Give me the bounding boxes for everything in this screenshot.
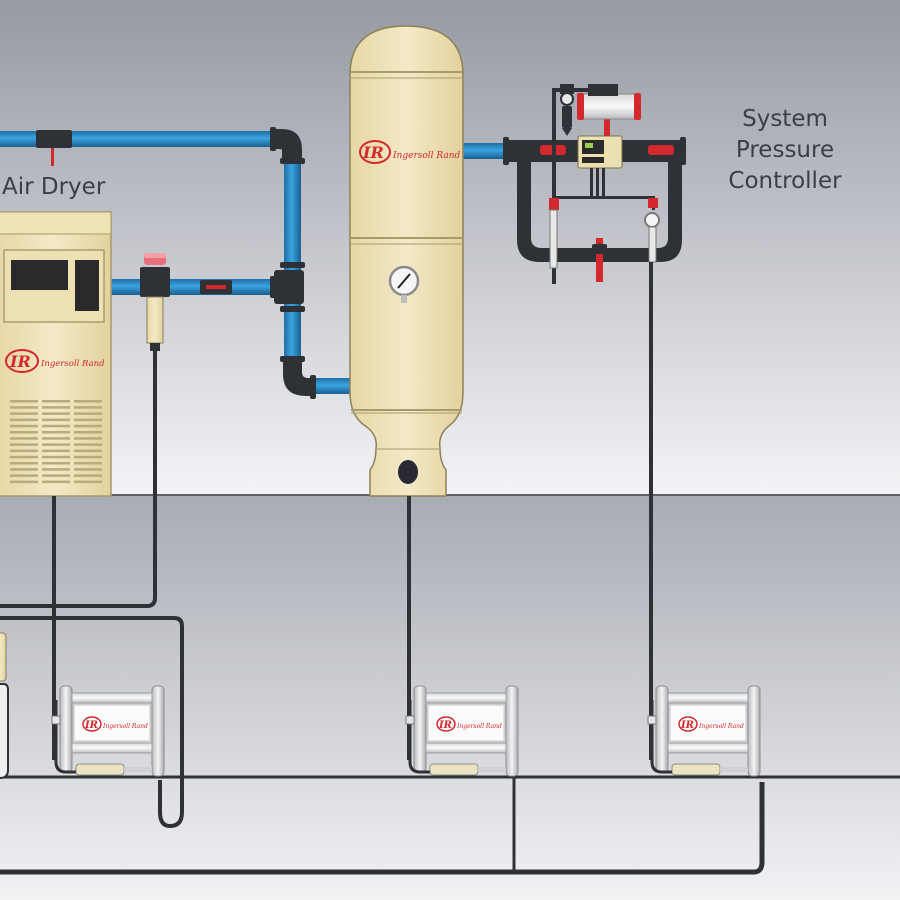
vent-slot (42, 431, 70, 434)
vent-slot (74, 437, 102, 440)
air-dryer-label: Air Dryer (2, 174, 106, 200)
bypass-valve-handle[interactable] (596, 238, 603, 282)
system-pressure-controller-label: System Pressure Controller (700, 104, 870, 197)
inline-valve (36, 130, 72, 148)
compressor-2[interactable]: IR Ingersoll Rand (405, 685, 519, 777)
dryer-display-side (75, 260, 99, 311)
vent-slot (10, 474, 38, 477)
compressor-3[interactable]: IR Ingersoll Rand (647, 685, 761, 777)
vent-slot (10, 480, 38, 484)
vent-slot (10, 400, 38, 403)
air-receiver-tank[interactable]: IR Ingersoll Rand (349, 25, 464, 497)
vent-slot (10, 468, 38, 471)
vent-slot (74, 406, 102, 409)
vent-slot (74, 400, 102, 403)
dryer-display (11, 260, 68, 290)
tank-pressure-gauge-icon[interactable] (388, 265, 420, 303)
vent-slot (42, 474, 70, 477)
vent-slot (42, 412, 70, 415)
vent-slot (42, 418, 70, 422)
svg-text:IR: IR (362, 143, 384, 162)
vent-slot (74, 462, 102, 465)
vent-slot (10, 431, 38, 434)
vent-slot (10, 455, 38, 459)
vent-slot (74, 480, 102, 484)
svg-text:Ingersoll Rand: Ingersoll Rand (392, 151, 461, 161)
tee-fitting (274, 270, 304, 304)
vent-slot (42, 406, 70, 409)
vent-slot (74, 418, 102, 422)
vent-slot (42, 455, 70, 459)
svg-text:IR: IR (9, 352, 31, 371)
vent-slot (74, 424, 102, 428)
compressor-partial-left (0, 632, 9, 779)
valve-handle-red (51, 148, 54, 166)
vent-slot (74, 412, 102, 415)
air-dryer[interactable]: IR Ingersoll Rand (0, 211, 112, 497)
dryer-vent-grille (10, 400, 102, 484)
vent-slot (42, 449, 70, 453)
vent-slot (42, 480, 70, 484)
vent-slot (10, 406, 38, 409)
vent-slot (10, 412, 38, 415)
vent-slot (74, 455, 102, 459)
elbow-fitting (272, 129, 302, 162)
svg-text:Ingersoll Rand: Ingersoll Rand (40, 359, 105, 369)
pipe-fittings (36, 127, 316, 399)
svg-text:Ingersoll Rand: Ingersoll Rand (102, 723, 148, 730)
vent-slot (10, 449, 38, 453)
compressor-brand-logo: IR Ingersoll Rand (82, 716, 148, 732)
actuator (579, 93, 639, 120)
system-pressure-controller[interactable] (503, 84, 686, 284)
compressor-1[interactable]: IR Ingersoll Rand (51, 685, 165, 777)
vent-slot (10, 462, 38, 465)
vent-slot (42, 437, 70, 440)
vent-slot (74, 474, 102, 477)
dryer-brand-logo: IR Ingersoll Rand (5, 349, 105, 373)
elbow-fitting-bottom (283, 360, 312, 396)
svg-text:Ingersoll Rand: Ingersoll Rand (456, 723, 502, 730)
vent-slot (42, 468, 70, 471)
vent-slot (74, 443, 102, 446)
filter-drain-unit (140, 253, 170, 351)
tank-drain-port (398, 460, 418, 484)
vent-slot (74, 431, 102, 434)
vent-slot (42, 400, 70, 403)
vent-slot (42, 424, 70, 428)
spc-label-line-1: System (742, 106, 828, 132)
svg-text:Ingersoll Rand: Ingersoll Rand (698, 723, 744, 730)
svg-text:IR: IR (438, 720, 452, 731)
vent-slot (74, 468, 102, 471)
vent-slot (10, 418, 38, 422)
spc-label-line-2: Pressure (735, 137, 835, 163)
vent-slot (10, 437, 38, 440)
tank-brand-logo: IR Ingersoll Rand (359, 140, 461, 164)
vent-slot (42, 462, 70, 465)
spc-label-line-3: Controller (728, 168, 842, 194)
svg-text:IR: IR (680, 720, 694, 731)
vent-slot (10, 424, 38, 428)
svg-text:IR: IR (84, 720, 98, 731)
vent-slot (10, 443, 38, 446)
controller-gauge-icon (644, 212, 660, 228)
vent-slot (74, 449, 102, 453)
vent-slot (42, 443, 70, 446)
compressor-brand-logo: IR Ingersoll Rand (678, 716, 744, 732)
compressor-brand-logo: IR Ingersoll Rand (436, 716, 502, 732)
